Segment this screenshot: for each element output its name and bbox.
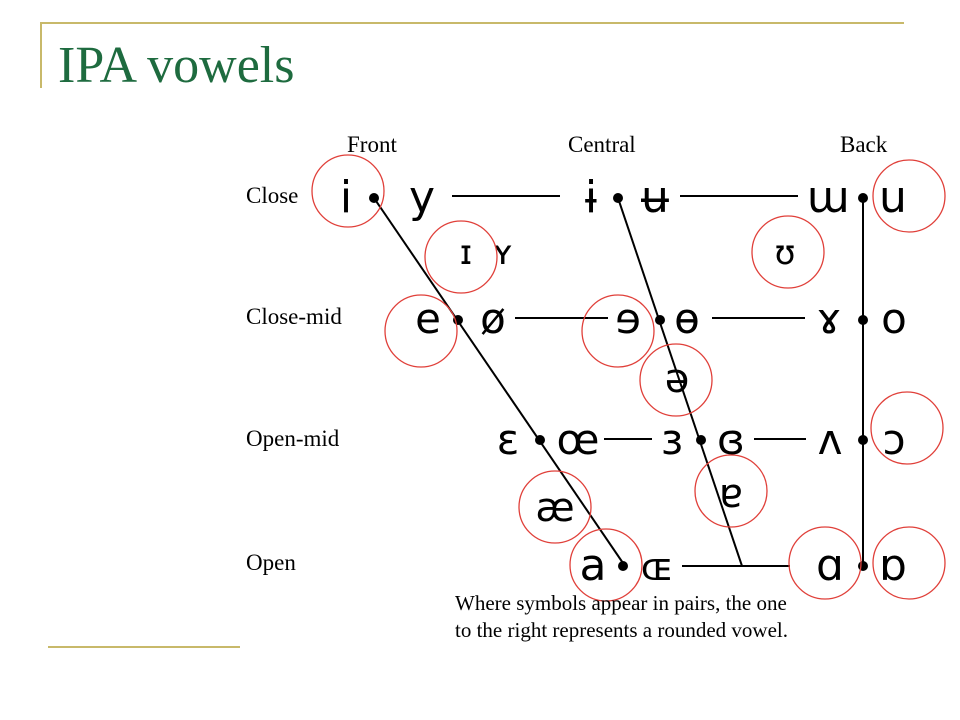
symbol-y: y [409,172,435,223]
slide-title: IPA vowels [58,37,295,94]
highlight-ring [639,343,713,417]
column-header-central: Central [568,132,636,157]
highlight-ring [872,159,946,233]
frame-left-rule [40,22,42,88]
symbol-upsilon: ʊ [774,233,795,273]
highlight-ring [424,220,498,294]
symbol-barred-u: ʉ [641,172,669,223]
highlight-ring [569,528,643,602]
highlight-ring [581,294,655,368]
footnote-line-1: Where symbols appear in pairs, the one [455,591,787,615]
symbol-small-cap-i: ɪ [460,233,473,273]
symbol-small-cap-y: ʏ [493,233,514,273]
symbol-schwa: ə [665,356,690,402]
front-edge-line [373,197,626,567]
dot-close-front [369,193,379,203]
symbol-script-a: ɑ [816,540,844,591]
column-header-front: Front [347,132,397,157]
highlight-ring [694,454,768,528]
highlight-ring [788,526,862,600]
row-label-close-mid: Close-mid [246,304,342,329]
symbol-rams-horns: ɤ [816,294,841,343]
highlight-ring [751,215,825,289]
symbol-i: i [340,172,352,223]
dot-open-mid-front [535,435,545,445]
chart-lines [373,195,864,567]
symbol-u: u [879,172,907,223]
chart-dots [369,193,868,571]
symbol-barred-i: ɨ [585,172,597,223]
highlight-ring [311,154,385,228]
dot-open-back [858,561,868,571]
symbol-o: o [881,294,907,343]
symbol-small-cap-oe: ɶ [641,545,674,589]
symbol-reversed-e: ɘ [615,294,641,343]
frame-bottom-rule [48,646,240,648]
column-header-back: Back [840,132,888,157]
symbol-turned-a: ɐ [719,471,743,517]
dot-close-mid-back [858,315,868,325]
frame-top-rule [40,22,904,24]
central-line [617,197,743,567]
row-label-close: Close [246,183,298,208]
row-label-open-mid: Open-mid [246,426,340,451]
symbol-turned-v: ʌ [818,415,843,464]
highlight-ring [384,294,458,368]
symbol-turned-script-a: ɒ [879,540,907,591]
dot-open-mid-central [696,435,706,445]
highlight-ring [518,470,592,544]
row-label-open: Open [246,550,296,575]
highlight-ring [870,391,944,465]
symbol-a: a [580,540,607,591]
symbol-e: e [415,294,441,343]
dot-close-mid-central [655,315,665,325]
footnote-line-2: to the right represents a rounded vowel. [455,618,788,642]
dot-open-front [618,561,628,571]
symbol-oe-ligature: œ [557,415,600,464]
symbol-open-e: ɛ [497,415,520,464]
symbol-turned-m: ɯ [807,172,850,223]
vowel-symbols: i y ɨ ʉ ɯ u ɪ ʏ ʊ e ø ɘ ɵ ɤ o ə ɛ œ ɜ ɞ … [340,172,907,591]
dot-open-mid-back [858,435,868,445]
dot-close-back [858,193,868,203]
dot-close-central [613,193,623,203]
symbol-open-o: ɔ [882,415,905,464]
symbol-barred-o: ɵ [674,294,700,343]
symbol-ash: æ [535,485,574,531]
highlight-ring [872,526,946,600]
symbol-reversed-open-e: ɜ [661,415,683,464]
symbol-slashed-o: ø [480,294,506,343]
highlight-rings [311,154,946,602]
